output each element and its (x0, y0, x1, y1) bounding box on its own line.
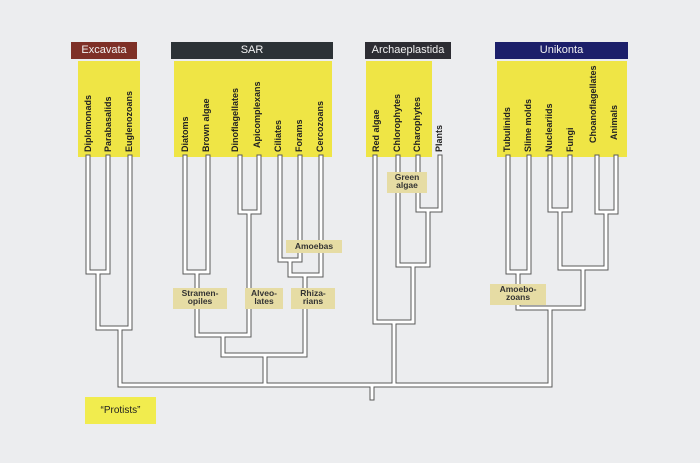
taxon-label-fungi: Fungi (565, 127, 575, 153)
protists-label: “Protists” (85, 397, 156, 424)
clade-label-amoebozoans: Amoebo- zoans (490, 284, 546, 305)
taxon-label-animals: Animals (609, 104, 619, 140)
header-excavata: Excavata (71, 42, 137, 59)
clade-label-line-1: Amoebo- (499, 284, 537, 294)
taxon-label-diplomonads: Diplomonads (83, 94, 93, 152)
branch-line (548, 155, 572, 212)
branch-line (183, 155, 210, 274)
branch-line (558, 208, 608, 270)
branch-line (221, 333, 307, 357)
taxon-label-cercozoans: Cercozoans (315, 100, 325, 152)
unikonta-label-box (497, 61, 627, 157)
clade-label-line-2: algae (396, 180, 418, 190)
branch-outline (85, 154, 111, 275)
branch-line (96, 155, 132, 330)
taxon-label-nucleariids: Nucleariids (544, 103, 554, 152)
clade-label-line-2: zoans (505, 292, 531, 302)
branch-outline (287, 154, 324, 278)
taxon-label-red-algae: Red algae (371, 109, 381, 152)
taxon-label-tubulinids: Tubulinids (502, 107, 512, 152)
clade-label-amoebas-text: Amoebas (294, 241, 334, 251)
branch-outline (505, 154, 532, 275)
header-unikonta: Unikonta (495, 42, 628, 59)
branch-line (288, 155, 323, 277)
header-sar: SAR (171, 42, 333, 59)
branch-line (595, 155, 618, 214)
taxon-label-forams: Forams (294, 119, 304, 152)
branch-outline (237, 154, 262, 215)
branch-outline (117, 325, 553, 388)
clade-label-line-2: rians (302, 296, 324, 306)
branch-line (118, 326, 552, 387)
clade-label-green-algae: Green algae (387, 172, 427, 193)
clade-label-line-2: lates (254, 296, 274, 306)
branch-outline (547, 154, 573, 213)
branch-outline (557, 207, 609, 271)
branch-line (86, 155, 110, 274)
clade-label-line-1: Alveo- (251, 288, 277, 298)
excavata-label-box (78, 61, 140, 157)
taxon-label-euglenozoans: Euglenozoans (124, 90, 134, 152)
taxon-label-brown-algae: Brown algae (201, 98, 211, 152)
branch-line (506, 155, 531, 274)
clade-label-line-1: Stramen- (181, 288, 219, 298)
branch-outline (182, 154, 211, 275)
taxon-label-diatoms: Diatoms (180, 116, 190, 152)
taxon-label-slime-molds: Slime molds (523, 98, 533, 152)
branch-outline (95, 154, 133, 331)
header-archaeplastida: Archaeplastida (365, 42, 451, 59)
taxon-label-dinoflagellates: Dinoflagellates (230, 87, 240, 152)
taxon-label-apicomplexans: Apicomplexans (252, 81, 262, 148)
branch-outline (594, 154, 619, 215)
clade-label-amoebas: Amoebas (286, 240, 342, 253)
sar-label-box (174, 61, 332, 157)
clade-label-alveolates: Alveo- lates (245, 288, 283, 309)
archaeplastida-label-box (366, 61, 432, 157)
clade-label-line-2: opiles (187, 296, 213, 306)
clade-label-stramenopiles: Stramen- opiles (173, 288, 227, 309)
taxon-label-ciliates: Ciliates (273, 119, 283, 152)
branch-outline (220, 332, 308, 358)
taxon-label-chlorophytes: Chlorophytes (392, 93, 402, 152)
taxon-label-charophytes: Charophytes (412, 96, 422, 152)
clade-label-line-1: Rhiza- (300, 288, 326, 298)
clade-label-line-1: Green (394, 172, 420, 182)
branch-line (238, 155, 261, 214)
taxon-label-parabasalids: Parabasalids (103, 96, 113, 152)
clade-label-rhizarians: Rhiza- rians (291, 288, 335, 309)
taxon-label-plants: Plants (434, 124, 444, 152)
taxon-label-choanoflagellates: Choanoflagellates (588, 65, 598, 143)
